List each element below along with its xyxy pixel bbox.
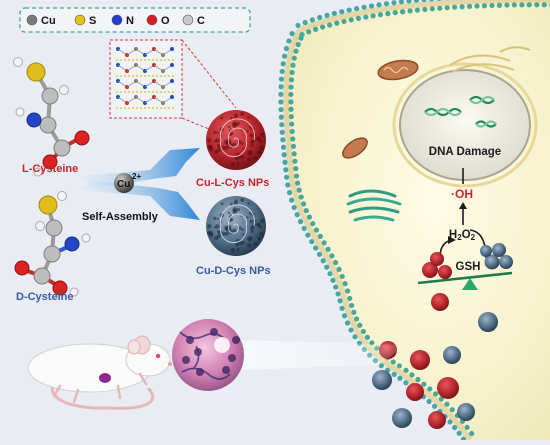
legend-dot-c xyxy=(183,15,193,25)
legend-label-c: C xyxy=(197,15,205,27)
tumor xyxy=(172,319,244,391)
gsh-label: GSH xyxy=(456,261,481,273)
legend-dot-s xyxy=(75,15,85,25)
copper-ion-symbol: Cu xyxy=(117,179,130,190)
cu-l-cys-nanoparticle xyxy=(206,110,266,170)
sulfur-atom xyxy=(27,63,45,81)
self-assembly-label: Self-Assembly xyxy=(82,211,159,223)
cu-d-cys-nanoparticle xyxy=(206,196,266,256)
legend-dot-cu xyxy=(27,15,37,25)
copper-ion-charge: 2+ xyxy=(132,172,141,181)
d-cysteine-label: D-Cysteine xyxy=(16,291,73,303)
mouse-tumor-site xyxy=(99,373,111,383)
cu-l-cys-label: Cu-L-Cys NPs xyxy=(196,177,269,189)
legend-label-o: O xyxy=(161,15,170,27)
legend-label-cu: Cu xyxy=(41,15,56,27)
atom-legend: Cu S N O C xyxy=(20,8,250,32)
legend-label-s: S xyxy=(89,15,96,27)
dna-damage-label: DNA Damage xyxy=(429,146,501,158)
legend-dot-o xyxy=(147,15,157,25)
cu-d-cys-label: Cu-D-Cys NPs xyxy=(196,265,271,277)
legend-dot-n xyxy=(112,15,122,25)
nucleus xyxy=(400,70,530,180)
hydroxyl-radical-label: ·OH xyxy=(451,187,473,201)
l-cysteine-label: L-Cysteine xyxy=(22,163,78,175)
legend-label-n: N xyxy=(126,15,134,27)
nitrogen-atom xyxy=(27,113,41,127)
